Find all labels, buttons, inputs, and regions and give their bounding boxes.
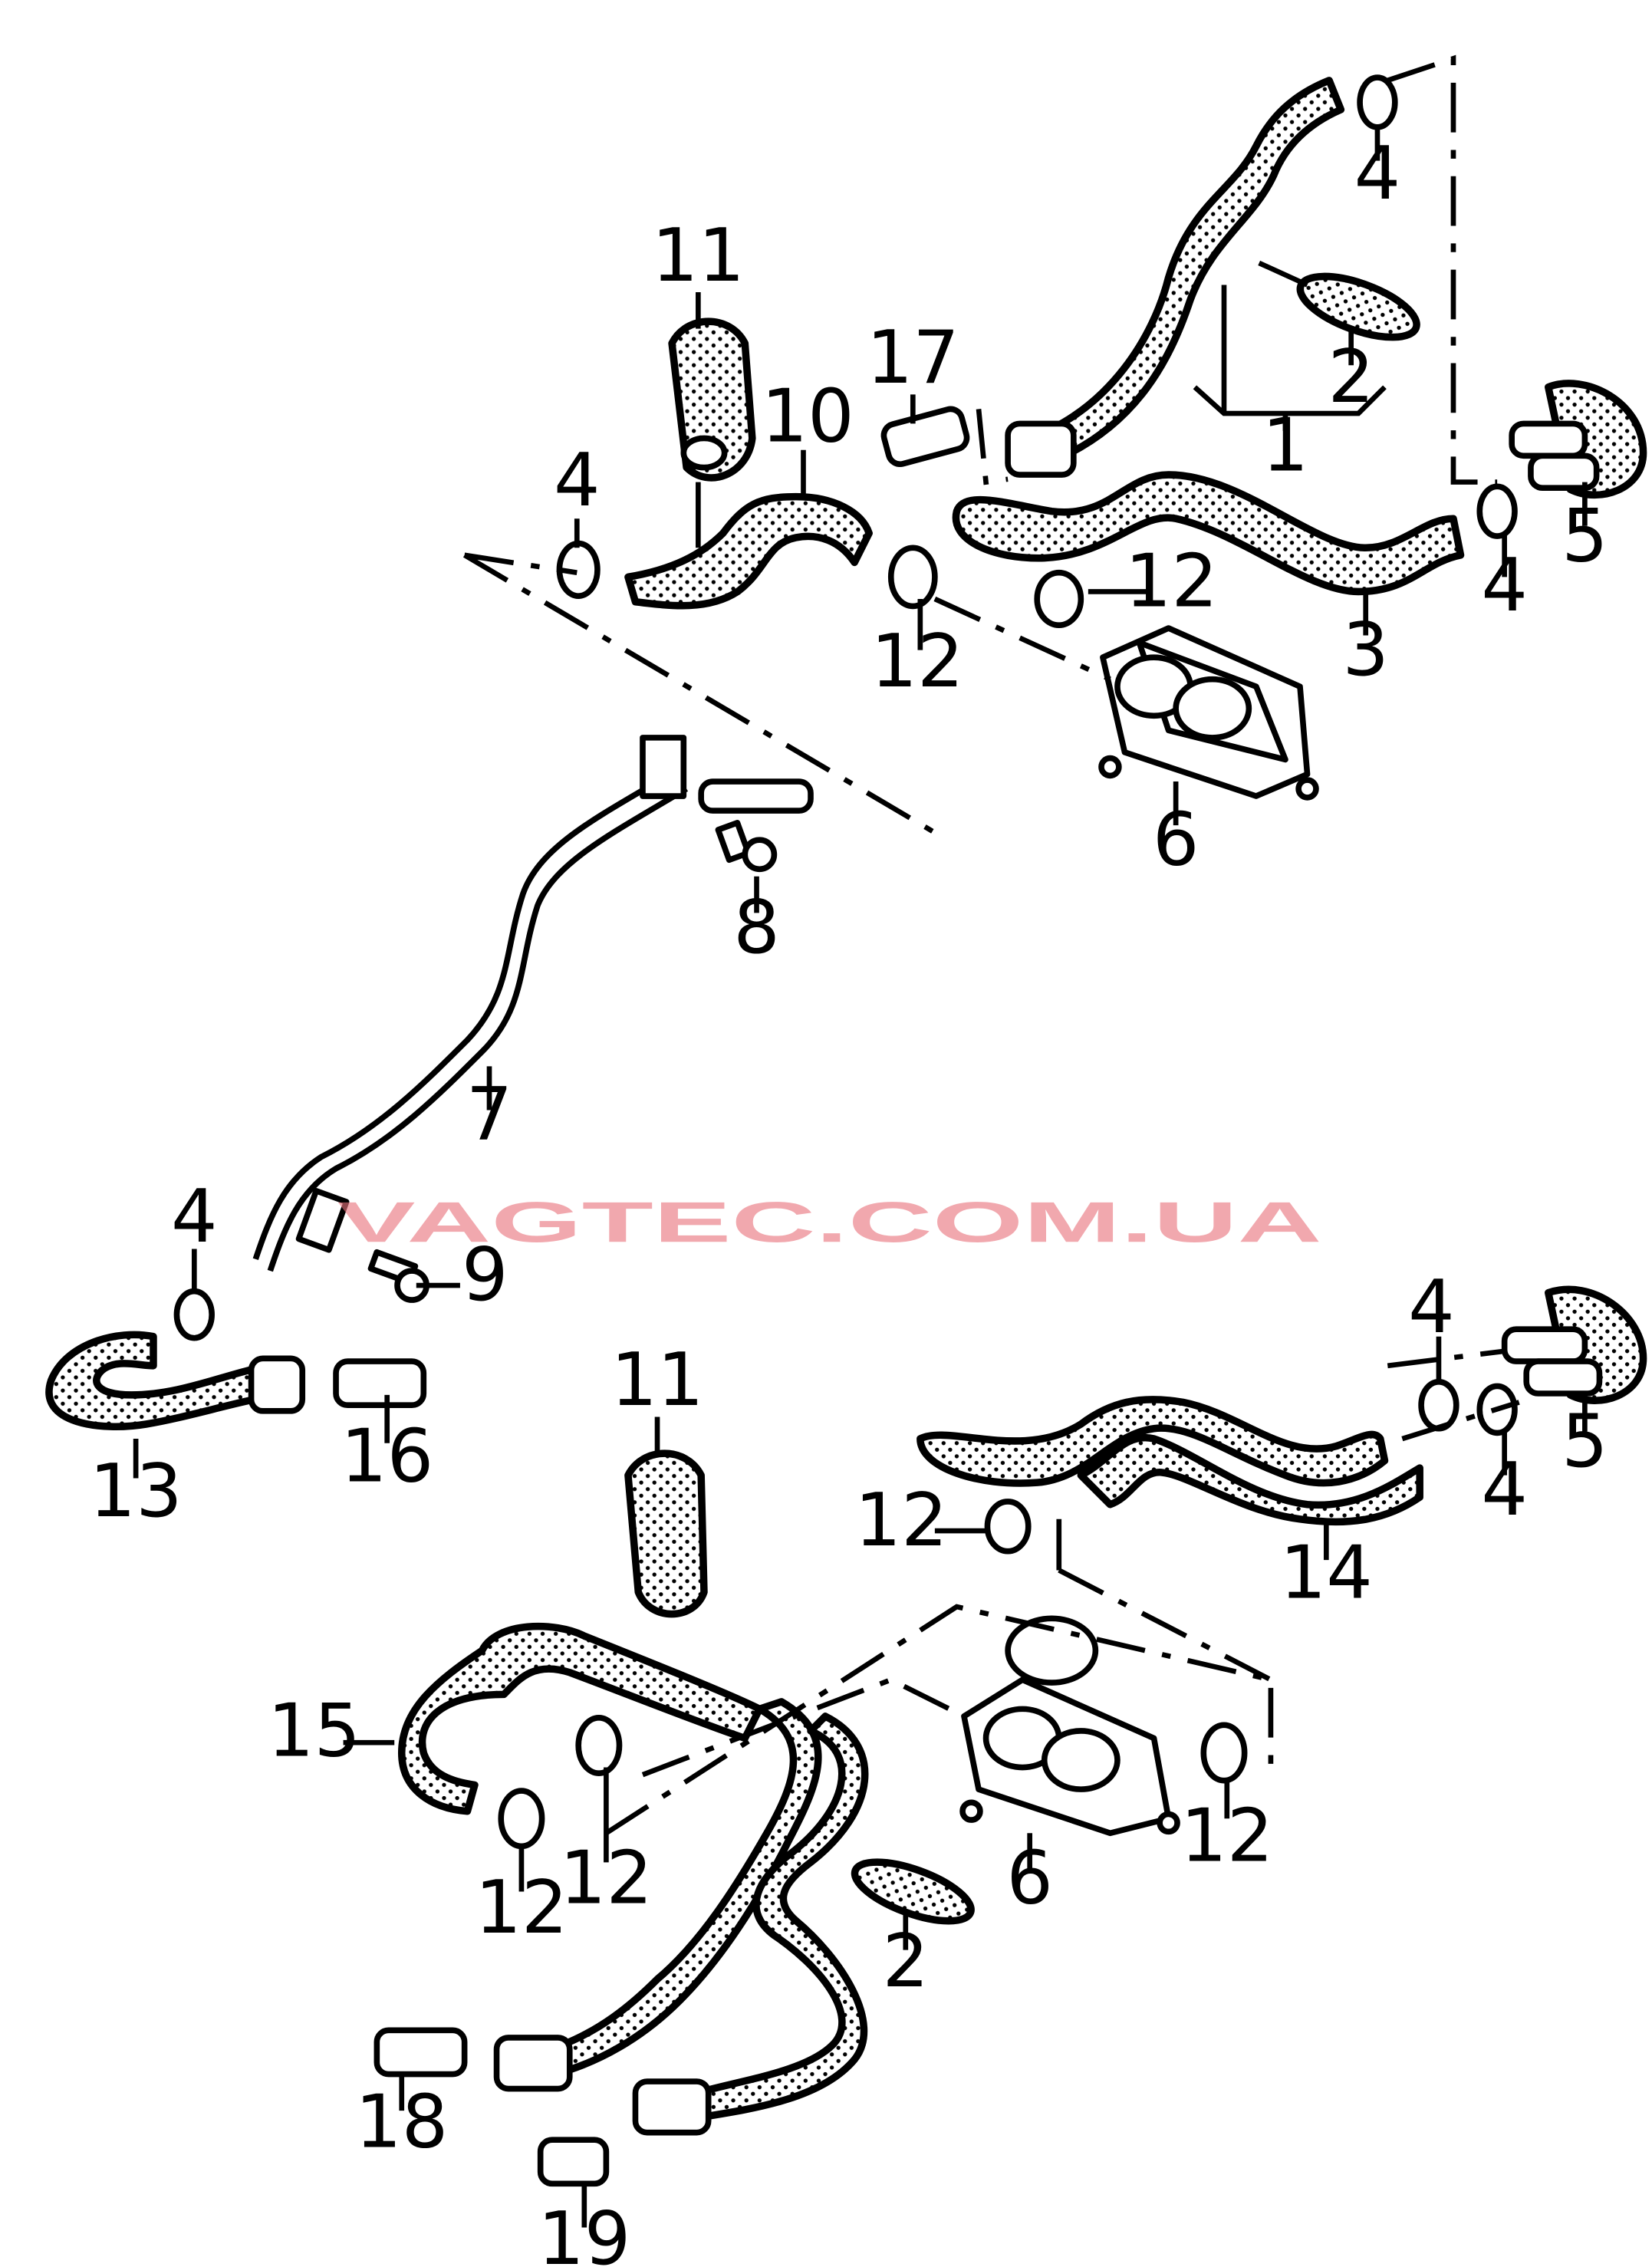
hose-1-connector [1005, 420, 1077, 478]
callout-17: 17 [867, 316, 959, 400]
callout-4-top: 4 [1354, 132, 1401, 216]
clamp-4-lower-left [173, 1288, 215, 1341]
callout-18: 18 [355, 2081, 448, 2165]
bolt-8 [715, 820, 778, 873]
callout-5-upper: 5 [1562, 494, 1608, 578]
clamp-4-lower-a [1418, 1378, 1459, 1432]
pipe-7 [267, 786, 689, 1272]
leader-dash-17 [976, 409, 1009, 485]
hose-1 [1025, 77, 1345, 469]
callout-4-mid: 4 [171, 1175, 218, 1259]
clamp-4-upper-right [1476, 483, 1518, 539]
callouts: 1 2 2 3 4 4 4 4 4 4 5 5 6 6 7 8 9 10 11 … [90, 132, 1608, 2267]
hose-10 [624, 492, 873, 610]
callout-8: 8 [733, 886, 780, 970]
callout-13: 13 [90, 1449, 183, 1534]
callout-1: 1 [1262, 403, 1309, 488]
callout-12-lower-left: 12 [854, 1479, 947, 1563]
callout-19: 19 [538, 2197, 630, 2267]
leader-dash-lower-a [604, 1604, 1274, 1836]
callout-14: 14 [1280, 1532, 1373, 1616]
callout-15: 15 [268, 1689, 360, 1773]
clamp-12-upper-a [887, 545, 938, 610]
connector-16 [333, 1358, 427, 1409]
callout-7: 7 [466, 1073, 513, 1157]
watermark: VAGTEC.COM.UA [337, 1190, 1322, 1254]
outlet-5-lower [1501, 1285, 1647, 1404]
callout-4-upper-left: 4 [554, 439, 601, 523]
clamp-12-lower-d [1200, 1722, 1248, 1784]
bracket-7-lower [295, 1187, 350, 1253]
callout-10: 10 [762, 374, 854, 459]
callout-2-upper: 2 [1328, 335, 1374, 420]
grommet-11-upper-hole [680, 435, 728, 471]
pipe-7-assembly [45, 735, 814, 1430]
callout-4-lower-top: 4 [1408, 1265, 1455, 1350]
hose-14 [916, 1396, 1389, 1487]
hose-19 [675, 1713, 869, 2125]
callout-12-lower-a: 12 [560, 1837, 653, 1921]
callout-16: 16 [341, 1414, 433, 1499]
callout-6-upper: 6 [1153, 798, 1200, 883]
connector-18-fitting [493, 2035, 573, 2092]
callout-4-upper-right: 4 [1481, 544, 1528, 628]
leader-dash-mid [933, 596, 1111, 682]
callout-11-upper: 11 [652, 214, 745, 298]
clamp-12-upper-b [1034, 569, 1084, 629]
leader-dash-lower-b [641, 1676, 966, 1778]
pipe-7-end [698, 778, 814, 814]
callout-3: 3 [1342, 608, 1389, 693]
connector-18 [374, 2027, 468, 2078]
grommet-11-lower [624, 1449, 708, 1618]
callout-9: 9 [462, 1233, 508, 1318]
callout-12-lower-b: 12 [475, 1866, 568, 1950]
clamp-4-upper-top [1357, 74, 1398, 130]
callout-4-lower-bottom: 4 [1481, 1448, 1528, 1532]
clamp-12-lower-c [984, 1499, 1032, 1555]
callout-2-lower: 2 [882, 1920, 929, 2004]
bracket-7 [640, 735, 687, 799]
valve-6-upper [1098, 625, 1319, 801]
connector-19-fitting [632, 2078, 712, 2136]
hose-15 [397, 1622, 764, 1815]
outlet-5-upper [1509, 380, 1647, 499]
leader-dash-lower-c [1058, 1568, 1272, 1683]
leader-dash-top [1387, 54, 1498, 485]
callout-11-lower: 11 [610, 1338, 703, 1423]
valve-6-lower [959, 1615, 1180, 1837]
clamp-12-lower-b [498, 1788, 545, 1850]
callout-6-lower: 6 [1006, 1837, 1053, 1921]
lower-assembly [374, 1285, 1647, 2187]
connector-19 [537, 2137, 610, 2187]
clamp-12-lower-a [575, 1714, 623, 1776]
leader-dash-left [462, 552, 936, 835]
hose-13-connector [248, 1355, 306, 1414]
hose-3 [952, 471, 1465, 596]
grommet-2-lower [851, 1858, 975, 1925]
callout-12-lower-right: 12 [1180, 1794, 1273, 1878]
connector-17 [880, 406, 970, 467]
hose-13 [45, 1331, 281, 1430]
leader-dash-lower-d [1387, 1348, 1520, 1442]
leader-lines [133, 123, 1588, 2228]
upper-assembly [462, 54, 1647, 835]
callout-5-lower: 5 [1562, 1400, 1608, 1484]
callout-12-upper-right: 12 [1125, 539, 1218, 624]
bolt-9 [367, 1249, 429, 1303]
callout-12-upper-bottom: 12 [870, 620, 963, 704]
